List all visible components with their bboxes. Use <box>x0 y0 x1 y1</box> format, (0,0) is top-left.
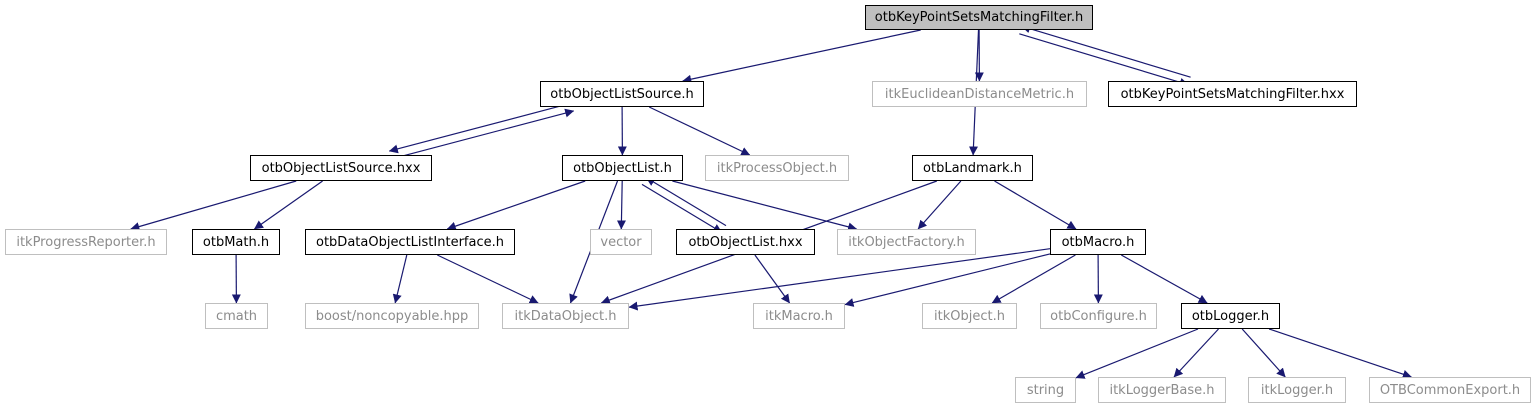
edge-landmark-to-macro <box>994 180 1077 230</box>
edge-logger-to-string <box>1075 328 1199 379</box>
node-itkprogressreporter-h[interactable]: itkProgressReporter.h <box>5 229 167 255</box>
edge-objectListH-to-objectFactory <box>672 180 858 232</box>
node-itklogger-h[interactable]: itkLogger.h <box>1248 377 1346 403</box>
node-otbmath-h[interactable]: otbMath.h <box>192 229 280 255</box>
node-otbobjectlist-hxx[interactable]: otbObjectList.hxx <box>676 229 815 255</box>
node-otbkeypointsetsmatchingfilter-h[interactable]: otbKeyPointSetsMatchingFilter.h <box>865 5 1093 30</box>
edge-objectListSourceH-to-processObject <box>648 106 751 156</box>
edge-logger-to-itkLogger <box>1241 328 1286 378</box>
node-otbdataobjectlistinterface-h[interactable]: otbDataObjectListInterface.h <box>305 229 515 255</box>
node-string[interactable]: string <box>1015 377 1076 403</box>
edge-objectListSourceHxx-to-math <box>254 180 323 230</box>
edge-objectListHxx-to-objectListH <box>645 177 727 227</box>
node-otbconfigure-h[interactable]: otbConfigure.h <box>1040 303 1157 329</box>
edge-objectListH-to-dataObjectListInterface <box>446 180 586 231</box>
node-otbobjectlistsource-h[interactable]: otbObjectListSource.h <box>540 81 704 107</box>
node-itkloggerbase-h[interactable]: itkLoggerBase.h <box>1098 377 1226 403</box>
edge-root-to-objectListSourceH <box>682 29 921 84</box>
node-otbobjectlist-h[interactable]: otbObjectList.h <box>562 155 683 181</box>
node-otbmacro-h[interactable]: otbMacro.h <box>1050 229 1146 255</box>
edge-objectListH-to-vector <box>616 180 626 230</box>
edge-objectListH-to-objectListHxx <box>641 183 723 233</box>
node-otbcommonexport-h[interactable]: OTBCommonExport.h <box>1369 377 1531 403</box>
edge-objectListHxx-to-itkMacro <box>754 254 791 304</box>
edge-matchingHxx-to-root <box>1021 24 1191 78</box>
node-itkobjectfactory-h[interactable]: itkObjectFactory.h <box>837 229 976 255</box>
edge-logger-to-commonExport <box>1268 328 1412 379</box>
node-itkdataobject-h[interactable]: itkDataObject.h <box>502 303 629 329</box>
node-itkobject-h[interactable]: itkObject.h <box>922 303 1017 329</box>
edge-dataObjectListInterface-to-noncopyable <box>392 254 408 304</box>
node-itkeuclideandistancemetric-h[interactable]: itkEuclideanDistanceMetric.h <box>872 81 1087 107</box>
edge-macro-to-itkMacro <box>844 253 1051 307</box>
edge-landmark-to-objectFactory <box>917 180 962 230</box>
node-otblogger-h[interactable]: otbLogger.h <box>1181 303 1280 329</box>
node-itkmacro-h[interactable]: itkMacro.h <box>753 303 845 329</box>
edge-objectListSourceHxx-to-objectListSourceH <box>391 108 575 160</box>
edge-logger-to-loggerBase <box>1173 328 1219 378</box>
edge-macro-to-dataObject <box>628 248 1051 311</box>
node-otbobjectlistsource-hxx[interactable]: otbObjectListSource.hxx <box>250 155 432 181</box>
edge-macro-to-logger <box>1121 254 1208 304</box>
node-itkprocessobject-h[interactable]: itkProcessObject.h <box>705 155 849 181</box>
edge-dataObjectListInterface-to-dataObject <box>437 254 539 304</box>
node-otblandmark-h[interactable]: otbLandmark.h <box>912 155 1033 181</box>
edge-objectListSourceH-to-objectListSourceHxx <box>388 102 572 154</box>
edge-root-to-matchingHxx <box>1019 33 1189 87</box>
edge-macro-to-itkObject <box>991 254 1076 304</box>
edge-objectListSourceHxx-to-progressReporter <box>130 180 297 231</box>
node-otbkeypointsetsmatchingfilter-hxx[interactable]: otbKeyPointSetsMatchingFilter.hxx <box>1108 81 1357 107</box>
node-boost-noncopyable-hpp[interactable]: boost/noncopyable.hpp <box>305 303 479 329</box>
node-cmath[interactable]: cmath <box>205 303 268 329</box>
node-vector[interactable]: vector <box>590 229 652 255</box>
